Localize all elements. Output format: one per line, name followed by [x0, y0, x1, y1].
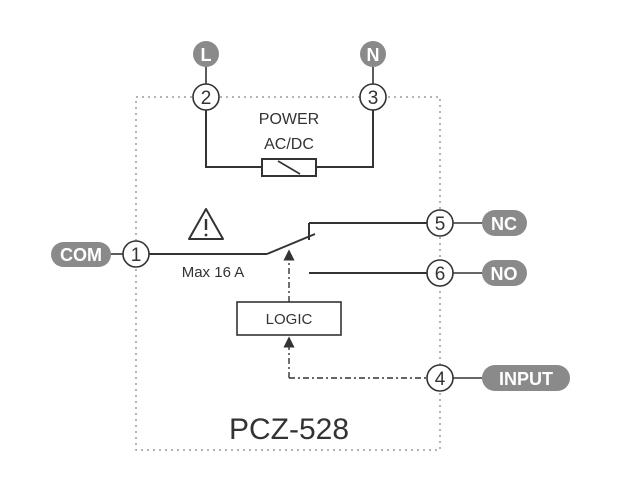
power-wire-left: [205, 110, 262, 168]
max-current-label: Max 16 A: [182, 264, 245, 281]
connector-input: INPUT: [482, 365, 570, 391]
connector-com-label: COM: [60, 245, 102, 265]
terminal-5: 5: [426, 209, 454, 237]
terminal-2: 2: [192, 83, 220, 111]
model-name: PCZ-528: [229, 413, 349, 446]
logic-label: LOGIC: [266, 311, 313, 328]
terminal-5-number: 5: [435, 214, 446, 235]
terminal-1: 1: [122, 240, 150, 268]
connector-no-label: NO: [491, 264, 518, 284]
connector-nc-label: NC: [491, 214, 517, 234]
terminal-4: 4: [426, 364, 454, 392]
power-wire-right: [316, 110, 374, 168]
power-type-label: AC/DC: [264, 136, 314, 153]
warning-triangle-icon: [188, 208, 224, 240]
terminal-2-number: 2: [201, 88, 212, 109]
connector-n: N: [360, 41, 386, 67]
power-coil-symbol: [261, 158, 317, 177]
terminal-1-number: 1: [131, 245, 142, 266]
connector-com: COM: [51, 242, 111, 267]
connector-l: L: [193, 41, 219, 67]
terminal-6: 6: [426, 259, 454, 287]
connector-n-label: N: [367, 45, 380, 65]
terminal-3-number: 3: [368, 88, 379, 109]
connector-l-label: L: [201, 45, 212, 65]
power-label: POWER: [259, 111, 319, 128]
terminal-4-number: 4: [435, 369, 446, 390]
connector-nc: NC: [482, 210, 527, 236]
switch-blade: [266, 233, 316, 255]
connector-input-label: INPUT: [499, 369, 553, 389]
terminal-3: 3: [359, 83, 387, 111]
terminal-6-number: 6: [435, 264, 446, 285]
connector-no: NO: [482, 260, 527, 286]
